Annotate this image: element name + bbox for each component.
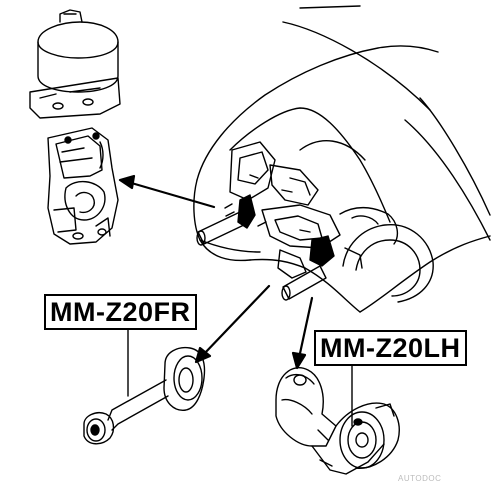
engine-bay bbox=[224, 141, 399, 279]
arrowhead-fr bbox=[194, 346, 212, 364]
arrowhead-lh bbox=[291, 351, 307, 370]
engine-mount-upper bbox=[29, 9, 121, 119]
arrow-to-upper-mount bbox=[126, 180, 216, 209]
engine-bracket-left bbox=[47, 127, 119, 245]
part-label-mm-z20fr: MM-Z20FR bbox=[44, 294, 197, 330]
arrow-to-lh bbox=[297, 296, 314, 360]
watermark-text: AUTODOC bbox=[398, 474, 442, 483]
arrow-to-fr bbox=[201, 284, 271, 357]
part-label-mm-z20lh: MM-Z20LH bbox=[314, 330, 467, 366]
arrowhead-upper bbox=[118, 174, 136, 190]
car-outline bbox=[193, 5, 491, 313]
engine-mount-lh bbox=[275, 367, 400, 475]
pointer-arrows bbox=[118, 174, 314, 370]
torque-rod-mount bbox=[83, 346, 206, 445]
leader-lines bbox=[127, 325, 353, 427]
mount-rods bbox=[196, 211, 327, 301]
